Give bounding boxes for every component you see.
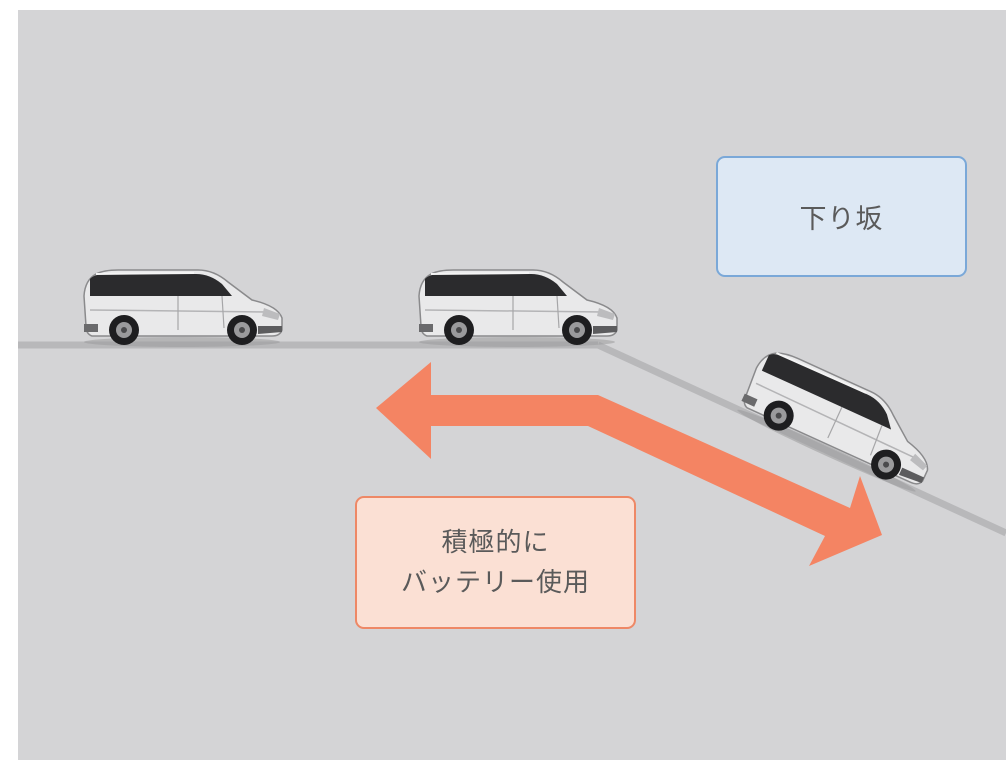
- minivan-icon: [83, 269, 283, 348]
- downhill-label: 下り坂: [716, 156, 967, 277]
- downhill-text: 下り坂: [799, 204, 884, 235]
- battery-usage-label: 積極的に バッテリー使用: [355, 496, 636, 629]
- battery-text-line2: バッテリー使用: [400, 567, 590, 598]
- battery-text-line1: 積極的に: [441, 527, 550, 558]
- double-headed-arrow: [376, 362, 882, 566]
- minivan-icon: [418, 269, 618, 348]
